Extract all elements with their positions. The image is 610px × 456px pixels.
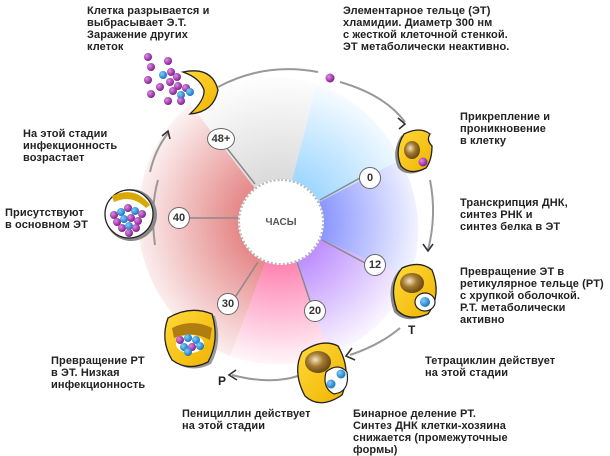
mostly-et-cell-icon [104,189,157,241]
hours-label: ЧАСЫ [265,216,297,228]
rt-et-conversion-cell-icon [164,309,219,369]
spokes [190,146,366,308]
caption-cell-bursts: Клетка разрывается и выбрасывает Э.Т. За… [87,5,210,53]
caption-elementary-body: Элементарное тельце (ЭТ) хламидии. Диаме… [343,5,510,53]
elementary-body-icon [325,73,335,83]
tetracycline-stage-letter: T [408,323,416,337]
attachment-cell-icon [395,129,433,174]
penicillin-stage-letter: P [218,374,227,388]
time-marker-12: 12 [364,254,386,276]
sector-20-30 [230,222,330,365]
sector-30-48 [137,104,281,356]
caption-penicillin: Пенициллин действует на этой стадии [182,408,311,432]
caption-tetracycline: Тетрациклин действует на этой стадии [425,355,556,379]
sector-12-20 [281,222,410,355]
time-marker-0: 0 [359,167,381,189]
arrow-heads [161,117,434,381]
hours-hub: ЧАСЫ [238,179,324,265]
et-cluster [110,204,146,237]
caption-infectivity-rises: На этой стадии инфекционность возрастает [23,128,118,164]
time-marker-48plus: 48+ [207,128,235,150]
caption-mostly-et: Присутствуют в основном ЭТ [5,207,88,231]
time-marker-30: 30 [217,293,239,315]
cycle-arrows [149,68,435,382]
caption-conversion-rt-et: Превращение РТ в ЭТ. Низкая инфекционнос… [51,355,146,391]
binary-fission-cell-icon [297,342,349,404]
mixed-bodies [176,334,204,356]
caption-transcription: Транскрипция ДНК, синтез РНК и синтез бе… [460,197,568,233]
caption-attachment: Прикрепление и проникновение в клетку [460,111,551,147]
rt-conversion-cell-icon [390,263,437,320]
bursting-cell-icon [144,53,219,115]
released-bodies [144,53,194,105]
time-marker-20: 20 [304,300,326,322]
caption-binary-fission: Бинарное деление РТ. Синтез ДНК клетки-х… [353,408,508,456]
sector-indigo [281,160,419,278]
time-marker-40: 40 [168,207,190,229]
caption-conversion-et-rt: Превращение ЭТ в ретикулярное тельце (РТ… [460,266,604,326]
sector-0-12 [281,84,400,222]
